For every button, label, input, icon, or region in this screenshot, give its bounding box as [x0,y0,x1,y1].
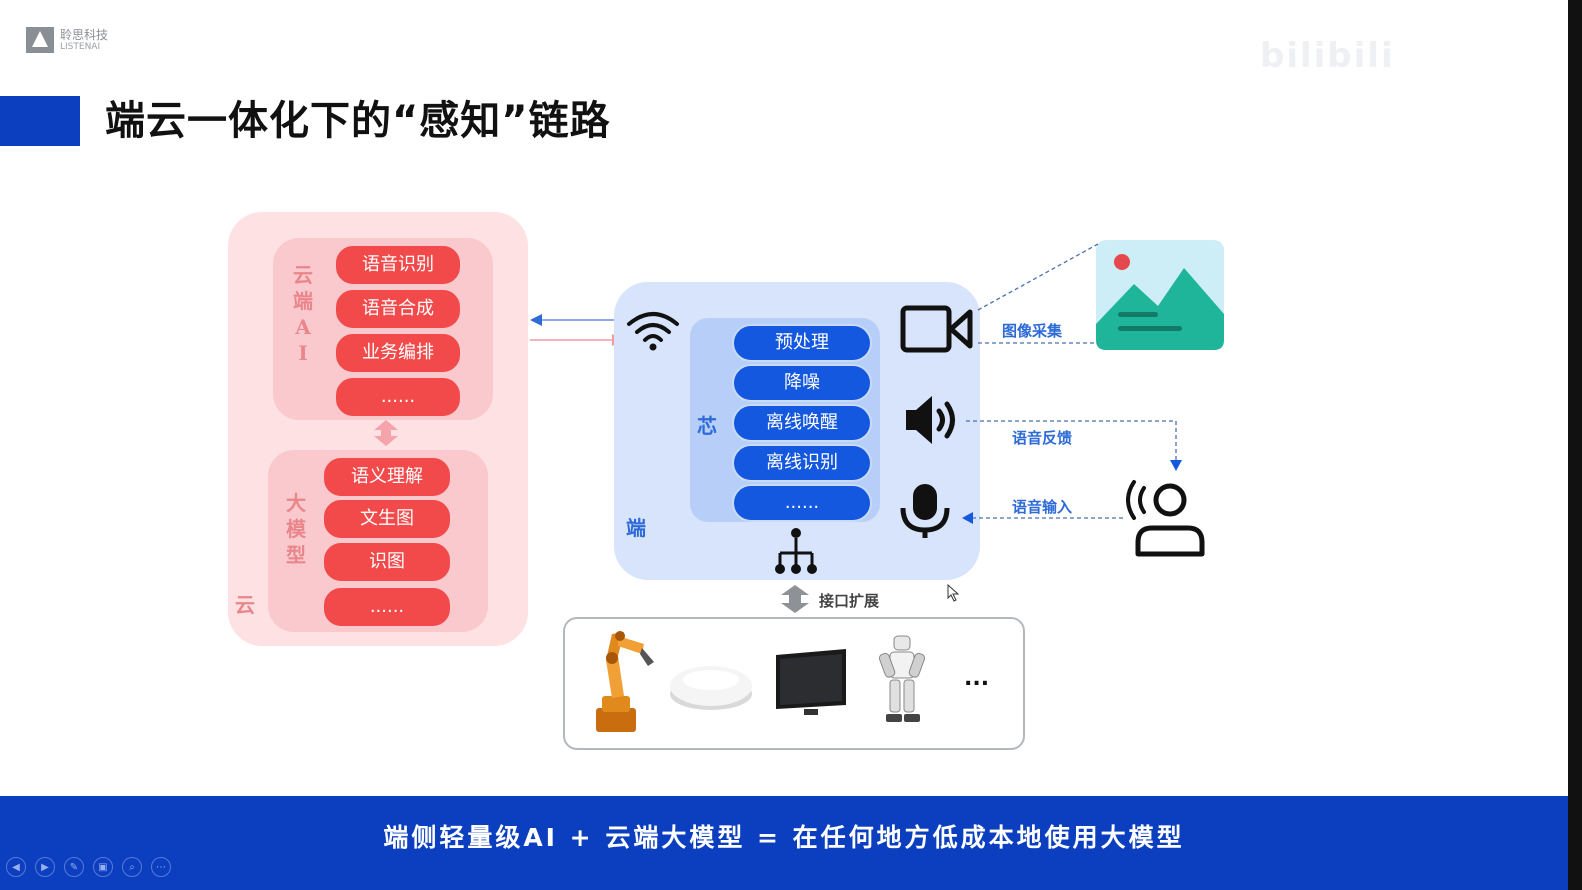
bottom-banner [0,796,1568,890]
wifi-icon [627,312,679,351]
more-devices: ... [964,666,990,691]
camera-icon [900,305,973,353]
llm-label-text: 大模型 [286,491,306,567]
chip-item: 离线唤醒 [732,404,872,442]
pen-icon[interactable]: ✎ [64,857,84,877]
llm-item: ...... [322,586,452,628]
chip-item: 离线识别 [732,444,872,482]
llm-item: 文生图 [322,498,452,540]
cloud-ai-item: ...... [334,376,462,418]
next-icon[interactable]: ▶ [35,857,55,877]
robot-vacuum-icon [670,666,752,710]
window-edge [1568,0,1582,890]
image-icon [1096,240,1224,350]
presentation-toolbar: ◀ ▶ ✎ ▣ ⌕ ⋯ [6,857,171,877]
llm-label: 大模型 [284,490,308,568]
cloud-label: 云 [235,593,255,617]
link-lines [962,243,1182,524]
page-title: 端云一体化下的“感知”链路 [105,98,611,144]
speaker-icon [906,396,955,444]
brand-sub: LISTENAI [60,42,101,52]
watermark-icon: bilibili [1260,36,1395,76]
tv-icon [776,649,846,715]
interface-arrow-icon [781,585,809,613]
cursor-icon [947,584,960,602]
slogan: 端侧轻量级AI + 云端大模型 = 在任何地方低成本地使用大模型 [383,823,1185,852]
person-voice-icon [1126,480,1205,557]
cloud-ai-label: 云端AI [291,262,315,366]
cloud-ai-label-text: 云端AI [293,263,313,365]
robot-arm-icon [596,631,654,732]
prev-icon[interactable]: ◀ [6,857,26,877]
title-accent [0,96,80,146]
microphone-icon [900,484,950,538]
slides-icon[interactable]: ▣ [93,857,113,877]
interface-label: 接口扩展 [819,592,880,610]
more-icon[interactable]: ⋯ [151,857,171,877]
cloud-ai-item: 语音识别 [334,244,462,286]
voice-feedback-label: 语音反馈 [1012,429,1073,447]
cloud-ai-item: 语音合成 [334,288,462,330]
image-capture-label: 图像采集 [1002,322,1063,340]
llm-item: 识图 [322,541,452,583]
chip-item: 预处理 [732,324,872,362]
chip-item: ...... [732,484,872,522]
double-arrow-icon [374,420,398,446]
cloud-ai-item: 业务编排 [334,332,462,374]
zoom-icon[interactable]: ⌕ [122,857,142,877]
chip-label: 芯 [697,414,717,438]
logo-icon [26,27,54,53]
cloud-end-arrows [530,314,624,346]
end-label: 端 [626,516,646,540]
brand-logo: 聆思科技 LISTENAI [26,27,108,53]
network-icon [775,528,817,574]
humanoid-robot-icon [878,635,926,722]
chip-item: 降噪 [732,364,872,402]
llm-item: 语义理解 [322,456,452,498]
voice-input-label: 语音输入 [1012,498,1073,516]
brand-name: 聆思科技 [60,28,109,42]
